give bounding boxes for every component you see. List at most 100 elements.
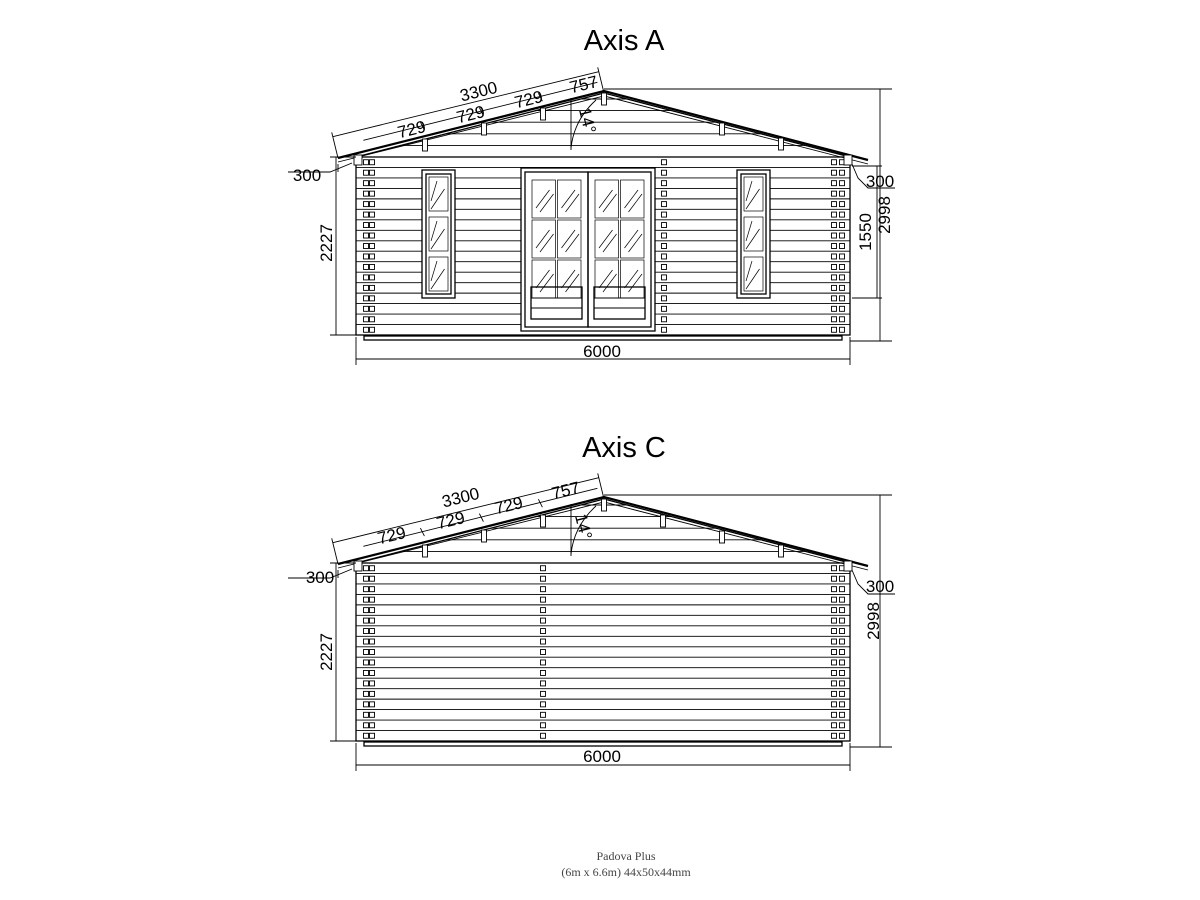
log-end (363, 722, 369, 729)
log-end (540, 680, 546, 687)
log-end (369, 628, 375, 635)
fascia-left (353, 560, 363, 572)
dim-tick (478, 107, 484, 116)
log-end (661, 274, 667, 281)
log-end (831, 295, 837, 302)
log-end (831, 607, 837, 614)
log-end (540, 690, 546, 697)
log-end (661, 180, 667, 187)
door-glass-pane (531, 219, 556, 259)
log-end (839, 722, 845, 729)
log-end (363, 659, 369, 666)
door-glass-pane (594, 179, 619, 219)
glass-hatch (565, 233, 580, 253)
log-end (831, 649, 837, 655)
log-end (839, 274, 845, 281)
log-end (661, 159, 667, 166)
log-end (369, 243, 375, 249)
log-end (369, 690, 375, 697)
model-name: Padova Plus (596, 849, 655, 863)
log-end (540, 659, 546, 666)
log-end (363, 628, 369, 635)
glass-hatch (561, 189, 576, 209)
window-frame-inner (740, 173, 767, 295)
log-end (831, 669, 837, 676)
log-end (831, 586, 837, 593)
log-end (831, 211, 837, 218)
log-end (540, 732, 546, 739)
dim-line-roof-total (332, 477, 599, 544)
fascia-right (843, 154, 853, 166)
log-end (540, 722, 546, 729)
dim-tick (537, 93, 543, 102)
log-end (363, 669, 369, 676)
window-frame (421, 169, 456, 299)
dim-ext (597, 473, 605, 500)
log-end (661, 169, 667, 176)
log-end (831, 638, 837, 645)
purlin-end (719, 530, 725, 544)
door-glass-pane (620, 179, 645, 219)
log-end (363, 232, 369, 239)
view-title-axis-c: Axis C (582, 432, 666, 464)
log-end (661, 253, 667, 260)
log-end (540, 596, 546, 603)
glass-hatch (602, 193, 617, 213)
purlin-end (422, 544, 428, 558)
log-end (831, 253, 837, 260)
log-end (369, 232, 375, 239)
roof-segment-dim-3: 729 (493, 493, 525, 518)
log-end (661, 211, 667, 218)
log-end (839, 305, 845, 312)
glass-hatch (539, 273, 554, 293)
dim-tick (419, 527, 425, 537)
dim-tick (537, 499, 543, 508)
glass-hatch (539, 233, 554, 253)
purlin-end (481, 122, 487, 136)
view-title-axis-a: Axis A (584, 25, 665, 57)
log-end (363, 201, 369, 208)
log-end (363, 253, 369, 260)
dim-ext (331, 132, 339, 159)
total-height-dim: 2998 (875, 196, 894, 234)
log-end (369, 680, 375, 687)
log-end (839, 690, 845, 697)
dim-line-roof-total (332, 71, 599, 138)
log-end (831, 565, 837, 572)
log-end (369, 596, 375, 603)
door-frame (520, 167, 656, 332)
glass-hatch (539, 193, 554, 213)
log-end (369, 607, 375, 614)
log-end (831, 690, 837, 697)
log-end (839, 326, 845, 333)
glass-hatch (602, 233, 617, 253)
log-end (661, 284, 667, 291)
window-pane (743, 256, 764, 292)
log-end (831, 732, 837, 739)
log-end (839, 180, 845, 187)
glass-hatch (745, 260, 753, 282)
log-end (839, 596, 845, 603)
overhang-right-dim: 300 (866, 172, 894, 191)
glass-hatch (745, 220, 753, 242)
glass-hatch (535, 229, 550, 249)
log-end (363, 711, 369, 718)
door-glass-pane (594, 219, 619, 259)
log-end (540, 565, 546, 572)
log-end (363, 701, 369, 708)
door-glass-pane (620, 219, 645, 259)
gable-axis-c (337, 495, 869, 572)
log-end (363, 596, 369, 603)
glass-hatch (745, 228, 760, 250)
log-end (369, 284, 375, 291)
purlin-end (540, 514, 546, 528)
log-end (369, 326, 375, 333)
log-end (540, 711, 546, 718)
glass-hatch (602, 273, 617, 293)
log-end (661, 263, 667, 270)
base-beam (363, 741, 843, 747)
log-end (661, 243, 667, 249)
window-pane (743, 176, 764, 212)
log-end (839, 201, 845, 208)
